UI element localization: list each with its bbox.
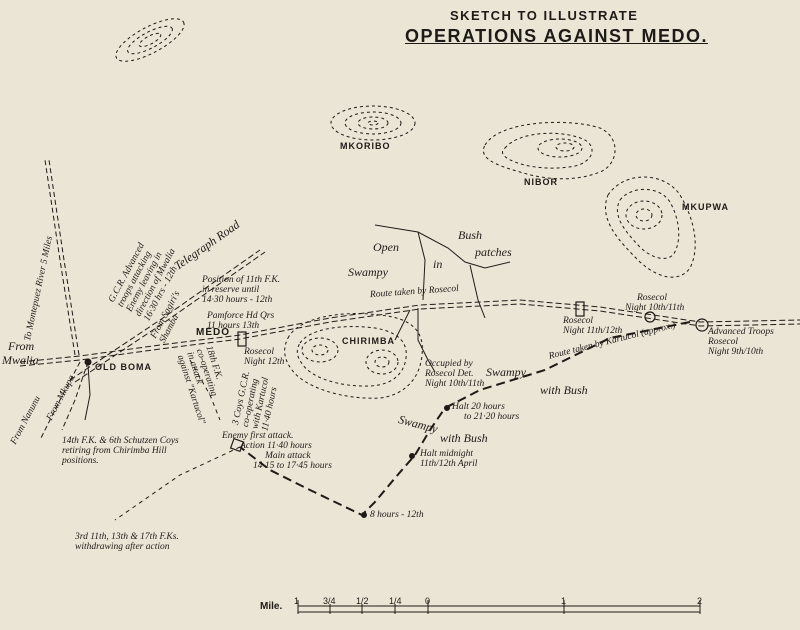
note-main-2: 14·15 to 17·45 hours	[253, 460, 332, 471]
terrain-swampy-north: Swampy	[348, 265, 388, 279]
hill-nibor	[482, 121, 616, 180]
note-halt-midnight: Halt midnight 11th/12th April	[420, 449, 478, 470]
note-rosecol-11-12: Rosecol Night 11th/12th	[563, 316, 623, 337]
note-rosecol-medo-1: Rosecol	[244, 347, 275, 357]
note-pamforce-2: 11 hours 13th	[207, 320, 260, 331]
scale-tick-1-2: 1/2	[356, 596, 369, 606]
scale-tick-1-4: 1/4	[389, 596, 402, 606]
note-fk11: Position of 11th F.K. in reserve until 1…	[202, 275, 281, 306]
note-8-hours: 8 hours - 12th	[370, 510, 424, 520]
note-fk11-3: 14·30 hours - 12th	[202, 294, 273, 305]
note-halt20-2: to 21·20 hours	[464, 411, 520, 422]
note-fk11-1: Position of 11th F.K.	[202, 275, 281, 285]
marker-rosecol-11-12	[575, 301, 585, 317]
terrain-with-bush-east: with Bush	[540, 383, 588, 397]
note-14fk-2: retiring from Chirimba Hill	[62, 445, 167, 456]
note-haltmid-2: 11th/12th April	[420, 458, 478, 469]
label-from-mwalia-1: From	[8, 339, 35, 353]
note-adv-3: Night 9th/10th	[708, 346, 764, 357]
note-halt20-1: Halt 20 hours	[452, 402, 505, 412]
telegraph-road	[69, 249, 261, 381]
scale-tick-1-left: 1	[294, 596, 300, 606]
note-adv-2: Rosecol	[708, 336, 739, 347]
label-from-mwalia-2: Mwalia	[2, 353, 39, 367]
marker-advanced-troops	[695, 318, 709, 332]
scale-label: Mile.	[260, 601, 283, 612]
note-rosecol1112-1: Rosecol	[563, 316, 594, 326]
map-title-line1: SKETCH TO ILLUSTRATE	[450, 8, 639, 23]
note-3rd-fks-2: withdrawing after action	[75, 541, 170, 552]
note-rosecol1112-2: Night 11th/12th	[563, 325, 623, 336]
note-enemy-2: Action 11·40 hours	[240, 440, 312, 451]
terrain-in: in	[433, 257, 443, 271]
note-rosecol-medo-2: Night 12th	[244, 356, 285, 367]
label-mkoribo: MKORIBO	[340, 141, 391, 151]
label-nibor: NIBOR	[524, 177, 558, 187]
note-occupied-3: Night 10th/11th	[425, 378, 485, 389]
note-rosecol1011-1: Rosecol	[637, 293, 668, 303]
route-kartucol	[239, 321, 691, 517]
note-occupied-1: Occupied by	[425, 359, 473, 369]
scale-bar	[297, 600, 701, 614]
note-pamforce-1: Pamforce Hd Qrs	[207, 311, 275, 321]
note-main-1: Main attack	[265, 451, 311, 461]
scale-tick-2: 2	[697, 596, 703, 606]
label-mkupwa: MKUPWA	[682, 202, 729, 212]
note-pamforce: Pamforce Hd Qrs 11 hours 13th	[207, 311, 275, 332]
note-3rd-fks: 3rd 11th, 13th & 17th F.Ks. withdrawing …	[75, 532, 179, 553]
terrain-open: Open	[373, 240, 399, 254]
scale-tick-0: 0	[425, 596, 431, 606]
scale-tick-3-4: 3/4	[323, 596, 336, 606]
label-chirimba: CHIRIMBA	[342, 336, 395, 346]
note-advanced-troops: Advanced Troops Rosecol Night 9th/10th	[708, 327, 774, 358]
note-rosecol-10-11: Rosecol Night 10th/11th	[625, 293, 685, 314]
note-main-attack: Main attack 14·15 to 17·45 hours	[253, 451, 332, 472]
note-rosecol1011-2: Night 10th/11th	[625, 302, 685, 313]
scale-tick-1: 1	[561, 596, 567, 606]
terrain-swampy-east: Swampy	[486, 365, 526, 379]
note-adv-1: Advanced Troops	[708, 327, 774, 337]
hill-northwest	[115, 18, 185, 62]
note-occupied-2: Rosecol Det.	[425, 368, 474, 379]
note-3rd-fks-1: 3rd 11th, 13th & 17th F.Ks.	[75, 532, 179, 542]
road-from-nanunu	[39, 361, 81, 441]
label-old-boma: OLD BOMA	[95, 362, 152, 372]
note-halt20: Halt 20 hours to 21·20 hours	[452, 402, 520, 423]
marker-rosecol-10-11	[644, 311, 656, 323]
note-haltmid-1: Halt midnight	[420, 449, 474, 459]
withdrawal-route	[114, 446, 241, 521]
note-fk11-2: in reserve until	[202, 284, 260, 295]
map-title-line2: OPERATIONS AGAINST MEDO.	[405, 26, 709, 46]
note-enemy-1: Enemy first attack.	[222, 431, 294, 441]
bush-tracks	[374, 224, 511, 373]
road-from-mkupa	[61, 361, 89, 431]
note-rosecol-medo: Rosecol Night 12th	[244, 347, 285, 368]
note-enemy-attack: Enemy first attack. Action 11·40 hours	[222, 431, 312, 452]
hill-mkoribo	[330, 105, 416, 141]
marker-enemy-attack	[229, 437, 245, 453]
marker-medo	[237, 331, 247, 347]
hill-mkupwa	[605, 176, 696, 278]
road-to-montepuez	[44, 159, 76, 356]
note-occupied: Occupied by Rosecol Det. Night 10th/11th	[425, 359, 485, 390]
note-14fk: 14th F.K. & 6th Schutzen Coys retiring f…	[62, 436, 179, 467]
terrain-bush: Bush	[458, 228, 482, 242]
terrain-with-bush-south: with Bush	[440, 431, 488, 445]
hill-chirimba	[284, 313, 423, 399]
note-14fk-1: 14th F.K. & 6th Schutzen Coys	[62, 436, 179, 446]
label-medo: MEDO	[196, 327, 230, 338]
main-road	[19, 299, 800, 367]
terrain-patches: patches	[475, 245, 512, 259]
note-14fk-3: positions.	[62, 455, 99, 466]
